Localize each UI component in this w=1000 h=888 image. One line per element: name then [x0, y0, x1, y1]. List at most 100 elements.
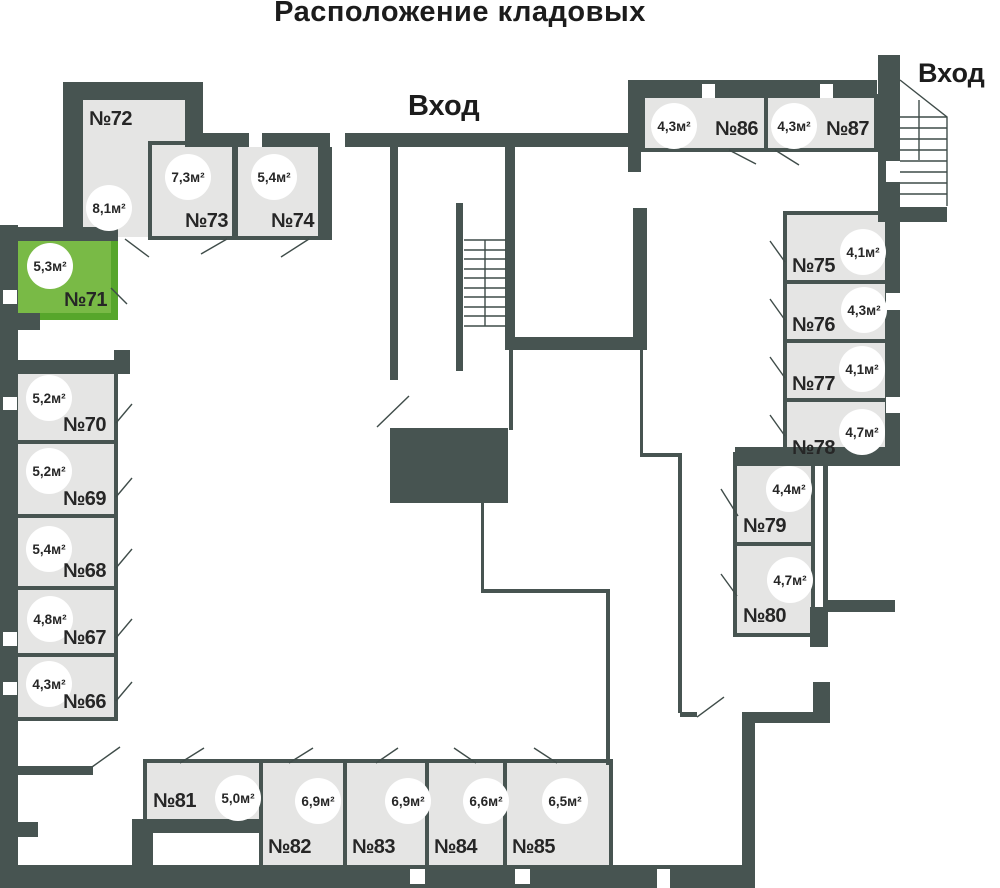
wall — [885, 222, 900, 466]
wall — [680, 712, 697, 717]
wall-opening — [3, 397, 17, 410]
room-76[interactable]: 4,3м² №76 — [783, 280, 890, 343]
room-75[interactable]: 4,1м² №75 — [783, 211, 890, 284]
door-swing — [115, 548, 133, 569]
room-number: №76 — [792, 314, 836, 336]
area-badge: 4,8м² — [27, 596, 73, 642]
door-swing — [774, 149, 800, 166]
room-86[interactable]: 4,3м² №86 — [641, 94, 768, 152]
room-84[interactable]: 6,6м² №84 — [425, 759, 509, 871]
wall — [318, 141, 332, 240]
room-81[interactable]: 5,0м² №81 — [143, 759, 265, 823]
room-74[interactable]: 5,4м² №74 — [234, 141, 322, 240]
area-text: 4,7м² — [773, 572, 807, 588]
wall — [678, 457, 682, 713]
room-67[interactable]: 4,8м² №67 — [14, 586, 118, 657]
wall — [185, 82, 203, 147]
entrance-label-right: Вход — [918, 58, 985, 88]
room-69[interactable]: 5,2м² №69 — [14, 440, 118, 518]
area-badge: 4,1м² — [839, 346, 885, 392]
wall — [633, 208, 647, 350]
wall — [813, 682, 830, 713]
room-number: №75 — [792, 255, 836, 277]
area-text: 5,0м² — [221, 790, 255, 806]
wall — [63, 82, 83, 237]
area-badge: 5,4м² — [26, 526, 72, 572]
area-text: 4,3м² — [32, 676, 66, 692]
room-number: №86 — [714, 118, 759, 140]
room-number: №78 — [792, 437, 836, 459]
central-stairs-icon — [464, 239, 506, 327]
area-badge: 6,9м² — [385, 778, 431, 824]
area-text: 8,1м² — [92, 200, 126, 216]
room-85[interactable]: 6,5м² №85 — [503, 759, 613, 871]
area-text: 5,4м² — [257, 169, 291, 185]
wall — [143, 819, 263, 833]
wall-opening — [3, 632, 17, 646]
wall-opening — [3, 290, 17, 304]
area-text: 5,4м² — [32, 541, 66, 557]
wall-opening — [886, 161, 900, 182]
wall-opening — [820, 84, 833, 98]
wall — [390, 147, 398, 380]
room-83[interactable]: 6,9м² №83 — [343, 759, 431, 871]
area-text: 4,8м² — [33, 611, 67, 627]
wall-opening — [249, 133, 262, 147]
wall — [456, 203, 463, 371]
room-number: №72 — [89, 108, 133, 130]
door-swing — [376, 395, 410, 428]
wall — [742, 712, 755, 888]
wall — [640, 350, 643, 455]
room-73[interactable]: 7,3м² №73 — [148, 141, 236, 240]
door-swing — [728, 149, 757, 165]
area-badge: 5,2м² — [26, 448, 72, 494]
wall-opening — [886, 397, 900, 413]
area-badge: 6,5м² — [542, 778, 588, 824]
room-77[interactable]: 4,1м² №77 — [783, 339, 890, 402]
room-87[interactable]: 4,3м² №87 — [764, 94, 878, 152]
area-badge: 6,9м² — [295, 778, 341, 824]
room-71-highlighted[interactable]: 5,3м² №71 — [18, 241, 118, 320]
room-number: №80 — [743, 605, 787, 627]
wall-opening — [330, 133, 345, 147]
wall — [893, 207, 947, 222]
wall — [823, 447, 828, 609]
wall — [505, 145, 515, 350]
door-swing — [200, 238, 228, 255]
area-text: 5,3м² — [33, 258, 67, 274]
area-badge: 5,3м² — [27, 243, 73, 289]
room-number: №70 — [62, 414, 107, 436]
area-text: 6,9м² — [301, 793, 335, 809]
elevator-shaft — [390, 428, 508, 503]
room-79[interactable]: 4,4м² №79 — [733, 452, 815, 547]
room-66[interactable]: 4,3м² №66 — [14, 653, 118, 721]
room-82[interactable]: 6,9м² №82 — [259, 759, 347, 871]
area-text: 4,1м² — [845, 361, 879, 377]
page-title: Расположение кладовых — [274, 0, 646, 28]
room-number: №79 — [743, 515, 787, 537]
wall-opening — [515, 869, 530, 884]
wall — [200, 133, 637, 147]
wall — [606, 593, 610, 765]
area-badge: 4,3м² — [841, 287, 887, 333]
area-badge: 4,4м² — [766, 466, 812, 512]
room-number: №77 — [792, 373, 836, 395]
room-70[interactable]: 5,2м² №70 — [14, 365, 118, 444]
wall-opening — [886, 293, 900, 310]
room-number: №66 — [62, 691, 107, 713]
door-swing — [115, 681, 133, 702]
area-badge: 8,1м² — [86, 185, 132, 231]
room-80[interactable]: 4,7м² №80 — [733, 542, 815, 637]
area-badge: 4,3м² — [771, 103, 817, 149]
door-swing — [124, 238, 150, 258]
area-badge: 5,0м² — [215, 775, 261, 821]
entrance-stairs-icon — [899, 79, 948, 206]
room-number: №84 — [434, 836, 478, 858]
wall — [752, 712, 830, 723]
area-text: 5,2м² — [32, 390, 66, 406]
room-68[interactable]: 5,4м² №68 — [14, 514, 118, 590]
wall — [0, 225, 18, 888]
door-swing — [115, 477, 133, 498]
room-number: №74 — [270, 210, 315, 232]
